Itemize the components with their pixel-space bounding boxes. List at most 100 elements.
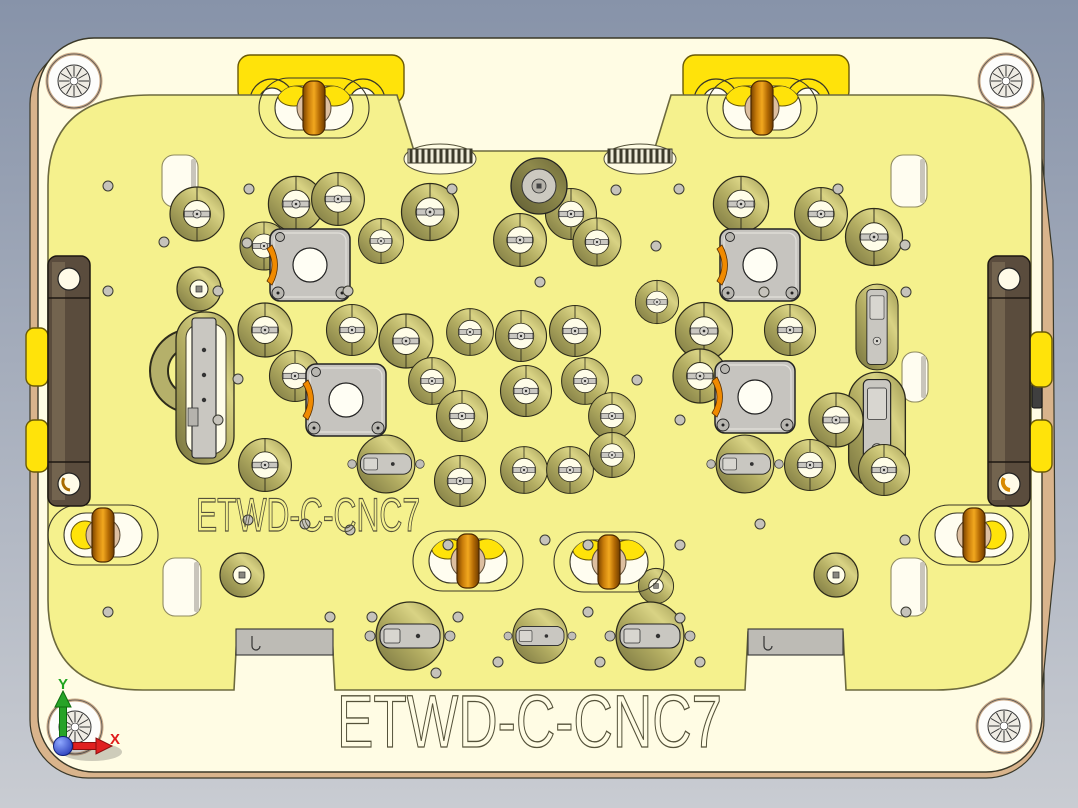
dowel-hole — [102, 285, 114, 297]
dowel-hole — [243, 183, 255, 195]
cream-pocket — [901, 351, 929, 403]
corner-knurled-screw[interactable] — [975, 697, 1033, 755]
locator-boss[interactable] — [494, 309, 548, 363]
locator-boss[interactable] — [311, 172, 365, 226]
locator-boss[interactable] — [794, 187, 848, 241]
left-tab-upper — [25, 327, 49, 387]
locator-boss[interactable] — [763, 303, 817, 357]
dowel-hole — [582, 539, 594, 551]
square-locator-block[interactable] — [716, 228, 801, 302]
plain-boss[interactable] — [219, 552, 265, 598]
clamp-orange-cylinder — [302, 80, 326, 136]
locator-boss[interactable] — [783, 438, 837, 492]
clamp-orange-cylinder — [456, 533, 480, 589]
dowel-hole — [212, 414, 224, 426]
origin-sphere — [53, 736, 73, 756]
locator-boss[interactable] — [572, 217, 622, 267]
dowel-hole — [674, 414, 686, 426]
locator-boss[interactable] — [844, 207, 904, 267]
dowel-hole — [342, 285, 354, 297]
oval-toggle-clamp[interactable] — [258, 77, 370, 139]
dowel-hole — [610, 184, 622, 196]
left-tab-lower — [25, 419, 49, 473]
dowel-hole — [212, 285, 224, 297]
serration-comb-right — [603, 143, 677, 175]
dowel-hole — [900, 606, 912, 618]
dowel-hole — [631, 374, 643, 386]
right-slider-upper[interactable] — [855, 283, 899, 371]
dowel-hole — [674, 539, 686, 551]
clamp-orange-cylinder — [962, 507, 986, 563]
dowel-hole — [758, 286, 770, 298]
dowel-hole — [594, 656, 606, 668]
locator-boss[interactable] — [435, 389, 489, 443]
locator-boss[interactable] — [237, 302, 293, 358]
dowel-hole — [430, 667, 442, 679]
plain-boss[interactable] — [813, 552, 859, 598]
square-locator-block[interactable] — [266, 228, 351, 302]
oval-toggle-clamp[interactable] — [47, 504, 159, 566]
locator-boss[interactable] — [500, 446, 548, 494]
oval-toggle-clamp[interactable] — [918, 504, 1030, 566]
locator-boss[interactable] — [499, 364, 553, 418]
clamp-orange-cylinder — [597, 534, 621, 590]
locator-boss[interactable] — [548, 304, 602, 358]
locator-boss[interactable] — [546, 446, 594, 494]
plate-engraving-bottom: ETWD-C-CNC7 — [337, 680, 722, 763]
square-locator-block[interactable] — [711, 360, 796, 434]
dowel-hole — [102, 606, 114, 618]
locator-boss[interactable] — [238, 438, 292, 492]
corner-knurled-screw[interactable] — [977, 52, 1035, 110]
cream-pocket — [162, 557, 202, 617]
locator-boss[interactable] — [493, 213, 547, 267]
cream-pocket — [890, 154, 928, 208]
dowel-hole — [232, 373, 244, 385]
center-knurl-boss[interactable] — [510, 157, 568, 215]
locator-boss[interactable] — [808, 392, 864, 448]
coordinate-triad[interactable]: Y X — [53, 676, 123, 761]
locator-boss[interactable] — [634, 279, 680, 325]
locator-boss[interactable] — [325, 303, 379, 357]
locator-boss[interactable] — [446, 308, 494, 356]
serration-comb-left — [403, 143, 477, 175]
dowel-hole — [446, 183, 458, 195]
square-locator-block[interactable] — [302, 363, 387, 437]
dowel-hole — [324, 611, 336, 623]
dowel-hole — [366, 611, 378, 623]
oval-toggle-clamp[interactable] — [706, 77, 818, 139]
clamp-orange-cylinder — [750, 80, 774, 136]
bottom-slot-bar-right — [747, 628, 844, 656]
dowel-hole — [694, 656, 706, 668]
oval-toggle-clamp[interactable] — [553, 531, 665, 593]
dowel-hole — [754, 518, 766, 530]
x-axis-label: X — [110, 731, 120, 748]
dowel-hole — [899, 534, 911, 546]
locator-boss[interactable] — [712, 175, 770, 233]
y-axis-label: Y — [58, 676, 68, 693]
dowel-hole — [582, 606, 594, 618]
locator-boss[interactable] — [358, 218, 404, 264]
side-rail-right[interactable] — [987, 255, 1053, 507]
dowel-hole — [832, 183, 844, 195]
cream-pocket — [890, 557, 928, 617]
dowel-hole — [534, 276, 546, 288]
dowel-hole — [673, 183, 685, 195]
dowel-hole — [539, 534, 551, 546]
plate-engraving-center: ETWD-C-CNC7 — [196, 488, 420, 541]
right-tab-lower — [1029, 419, 1053, 473]
locator-boss[interactable] — [169, 186, 225, 242]
dowel-hole — [158, 236, 170, 248]
corner-knurled-screw[interactable] — [45, 52, 103, 110]
dowel-hole — [102, 180, 114, 192]
side-rail-left[interactable] — [25, 255, 91, 507]
dowel-hole — [899, 239, 911, 251]
bottom-slot-bar-left — [235, 628, 334, 656]
locator-boss[interactable] — [857, 443, 911, 497]
dowel-hole — [650, 240, 662, 252]
dowel-hole — [442, 539, 454, 551]
locator-boss[interactable] — [433, 454, 487, 508]
dowel-hole — [452, 611, 464, 623]
locator-boss[interactable] — [589, 432, 635, 478]
